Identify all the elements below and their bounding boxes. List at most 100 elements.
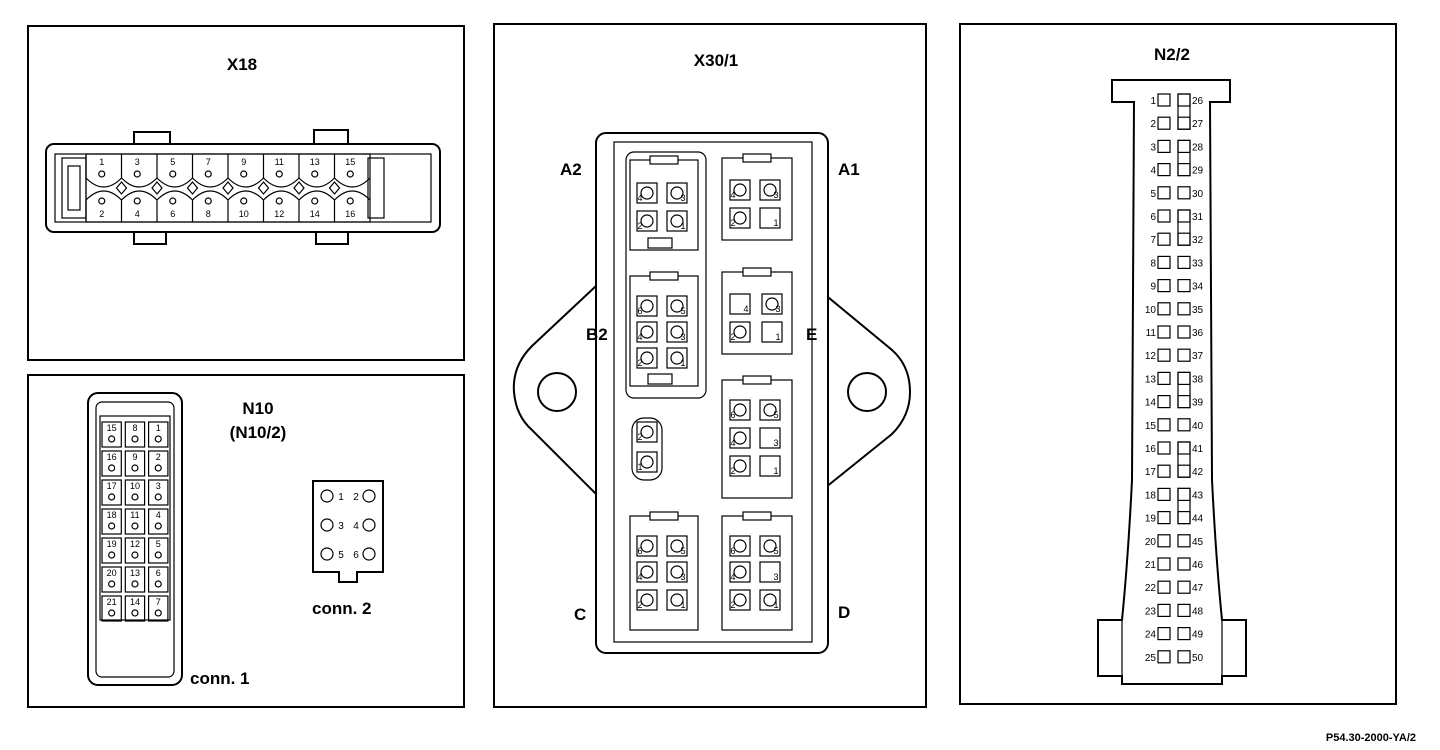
n10-conn2-pin-hole xyxy=(362,489,376,503)
n10-conn1-pin-label: 6 xyxy=(156,568,161,578)
x30-cell xyxy=(636,535,658,557)
x18-pin-label: 14 xyxy=(310,209,320,219)
n10-conn1-pin-hole xyxy=(108,551,116,559)
x18-key-diamond xyxy=(186,181,199,195)
n10-conn1-cell xyxy=(124,421,146,448)
x30-block-mid-right-latch xyxy=(742,375,772,385)
x30-pin-hole xyxy=(640,214,654,228)
x18-pin-label: 2 xyxy=(99,209,104,219)
n10-conn2-pin-label: 2 xyxy=(353,492,359,503)
n22-title: N2/2 xyxy=(1154,45,1190,64)
n22-pin-cell-left xyxy=(1157,302,1171,316)
x30-block-d-latch xyxy=(742,511,772,521)
n22-pin-cell-left xyxy=(1157,186,1171,200)
x30-cell xyxy=(636,321,658,343)
x30-pin-hole xyxy=(733,325,747,339)
n22-pin-cell-left xyxy=(1157,279,1171,293)
x30-pin-hole xyxy=(733,211,747,225)
x30-cell xyxy=(761,321,783,343)
x30-cell xyxy=(666,182,688,204)
n22-pin-label-right: 45 xyxy=(1192,537,1204,548)
x18-pin-label: 13 xyxy=(310,157,320,167)
n10-conn1-label: conn. 1 xyxy=(190,669,250,688)
x18-pin-hole xyxy=(311,197,319,205)
n22-pin-bridge xyxy=(1177,139,1191,177)
x30-pin-label: 1 xyxy=(680,358,685,368)
x30-cell xyxy=(636,347,658,369)
n10-conn1-pin-label: 14 xyxy=(130,597,140,607)
x18-cell-bottom xyxy=(191,190,229,222)
n10-conn1-pin-hole xyxy=(131,551,139,559)
n10-conn1-pin-label: 3 xyxy=(156,481,161,491)
x30-pin-label: 1 xyxy=(775,332,780,342)
x30-cell xyxy=(729,589,751,611)
n10-conn2-pin-hole xyxy=(320,518,334,532)
x30-pin-hole xyxy=(670,325,684,339)
x30-block-a1-latch xyxy=(742,153,772,163)
n22-pin-label-right: 47 xyxy=(1192,583,1204,594)
n22-pin-cell-left xyxy=(1157,395,1171,409)
x30-cell xyxy=(666,321,688,343)
n10-conn1-pin-hole xyxy=(154,464,162,472)
x30-label-a1: A1 xyxy=(838,160,860,179)
n22-pin-cell-right xyxy=(1177,418,1191,432)
n10-conn2-pin-label: 5 xyxy=(338,550,344,561)
n10-conn1-cell xyxy=(124,566,146,593)
x30-pin-hole xyxy=(670,539,684,553)
n10-conn1-cell xyxy=(101,421,122,448)
x30-pin-hole xyxy=(763,183,777,197)
n22-pin-label-right: 48 xyxy=(1192,606,1204,617)
n22-pin-cell-left xyxy=(1157,139,1171,153)
x18-pin-label: 8 xyxy=(206,209,211,219)
x30-cell xyxy=(729,427,751,449)
n10-conn1-pin-hole xyxy=(108,580,116,588)
n10-conn1-pin-label: 18 xyxy=(107,510,117,520)
x18-cell-top xyxy=(120,154,158,188)
x30-pin-label: 6 xyxy=(730,546,735,556)
n10-conn1-pin-label: 10 xyxy=(130,481,140,491)
n22-pin-label-right: 38 xyxy=(1192,374,1204,385)
n10-conn1-pin-label: 16 xyxy=(107,452,117,462)
n22-pin-label-left: 16 xyxy=(1145,444,1157,455)
x18-cell-top xyxy=(85,154,122,188)
n22-pin-cell-left xyxy=(1157,650,1171,664)
panel-n10 xyxy=(27,374,465,708)
n22-pin-cell-left xyxy=(1157,487,1171,501)
n22-pin-label-left: 25 xyxy=(1145,653,1157,664)
x30-pin-hole xyxy=(670,299,684,313)
n10-conn1-cell xyxy=(101,595,122,622)
x30-cell xyxy=(729,561,751,583)
n22-pin-bridge xyxy=(1177,441,1191,478)
n22-pin-label-left: 3 xyxy=(1150,142,1156,153)
n10-conn1-cell xyxy=(148,450,169,477)
x30-pin-label: 2 xyxy=(637,600,642,610)
x18-cell-bottom xyxy=(85,190,122,222)
x18-pin-label: 10 xyxy=(239,209,249,219)
x30-pin-label: 5 xyxy=(773,410,778,420)
x30-pin-hole xyxy=(763,593,777,607)
n10-conn1-pin-hole xyxy=(154,551,162,559)
n10-conn2-pin-hole xyxy=(320,547,334,561)
n10-conn2-pin-label: 3 xyxy=(338,521,344,532)
x30-cell xyxy=(759,207,781,229)
x30-pin-hole xyxy=(640,186,654,200)
n10-conn1-pin-hole xyxy=(108,493,116,501)
n22-pin-label-right: 41 xyxy=(1192,444,1204,455)
n10-conn1-pin-label: 12 xyxy=(130,539,140,549)
x30-pin-label: 2 xyxy=(730,600,735,610)
n10-conn1-pin-hole xyxy=(131,493,139,501)
n22-pin-label-left: 21 xyxy=(1145,560,1157,571)
x30-pin-hole xyxy=(670,351,684,365)
x18-pin-label: 11 xyxy=(275,157,284,167)
n10-conn1-pin-hole xyxy=(154,609,162,617)
n22-pin-label-left: 5 xyxy=(1150,189,1156,200)
n10-conn1-cell xyxy=(124,450,146,477)
n10-conn1-cell xyxy=(124,479,146,506)
x30-pin-label: 3 xyxy=(680,332,685,342)
x18-pin-hole xyxy=(204,197,212,205)
x30-cell xyxy=(666,347,688,369)
